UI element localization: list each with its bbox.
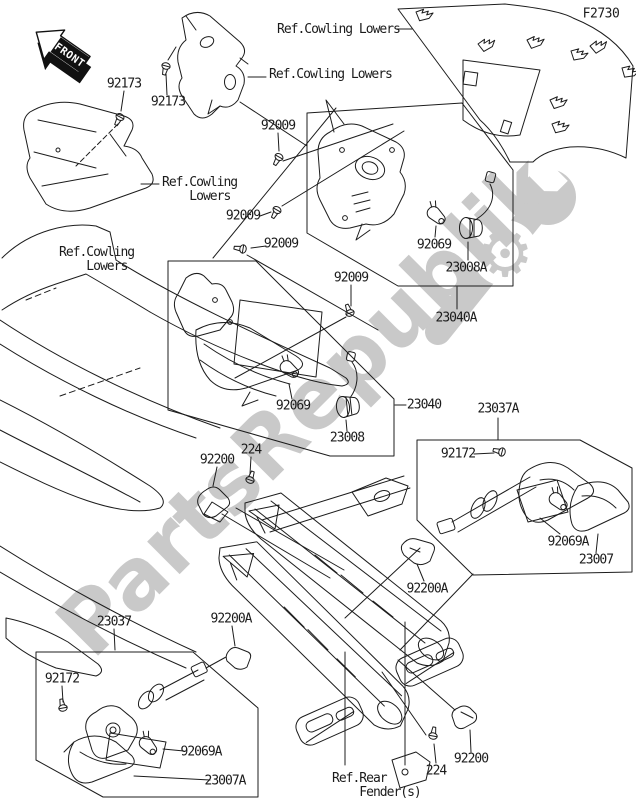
part-label-92200A: 92200A xyxy=(406,581,449,597)
part-label-92172: 92172 xyxy=(440,446,476,462)
part-label-92173: 92173 xyxy=(150,94,186,110)
part-label-92200: 92200 xyxy=(453,751,489,767)
ref-label-cowling-lowers: Ref.Cowling Lowers xyxy=(162,175,238,204)
part-label-23040: 23040 xyxy=(406,397,442,413)
ref-label-rear-fenders: Ref.Rear Fender(s) xyxy=(332,771,422,800)
part-label-92009: 92009 xyxy=(225,208,261,224)
figure-code: F2730 xyxy=(582,6,620,22)
front-stay-bracket-drawing xyxy=(197,456,345,579)
part-label-23007: 23007 xyxy=(578,552,614,568)
rear-right-signal-box xyxy=(416,417,633,576)
part-label-92009: 92009 xyxy=(333,270,369,286)
part-label-92069A: 92069A xyxy=(180,744,223,760)
part-label-23040A: 23040A xyxy=(435,310,478,326)
rear-fender-drawing xyxy=(202,475,468,789)
rear-left-signal-box xyxy=(35,628,259,798)
cowling-panel-drawing xyxy=(396,3,636,163)
part-label-23007A: 23007A xyxy=(204,773,247,789)
ref-label-cowling-lowers: Ref.Cowling Lowers xyxy=(59,245,135,274)
part-label-92009: 92009 xyxy=(263,236,299,252)
part-label-92172: 92172 xyxy=(44,671,80,687)
part-label-92069A: 92069A xyxy=(547,534,590,550)
cowling-lower-left-piece-drawing xyxy=(23,101,160,212)
part-label-92173: 92173 xyxy=(106,76,142,92)
front-arrow-badge: FRONT xyxy=(35,29,92,84)
part-label-224: 224 xyxy=(240,442,263,458)
part-label-92200A: 92200A xyxy=(210,611,253,627)
rear-stay-bracket-drawing xyxy=(381,659,478,764)
front-right-signal-box xyxy=(306,102,514,310)
part-label-23037A: 23037A xyxy=(477,401,520,417)
watermark-gear-icon: ⚙ xyxy=(476,218,533,292)
part-label-92069: 92069 xyxy=(416,237,452,253)
ref-label-cowling-lowers: Ref.Cowling Lowers xyxy=(277,22,401,37)
front-right-signal-drawing xyxy=(316,99,406,241)
part-label-23008: 23008 xyxy=(329,430,365,446)
front-left-signal-box xyxy=(167,107,407,457)
part-label-224: 224 xyxy=(425,763,448,779)
ref-label-cowling-lowers: Ref.Cowling Lowers xyxy=(269,67,393,82)
cowling-lowers-left-drawing xyxy=(0,224,349,677)
rear-left-signal-drawing xyxy=(61,625,252,784)
part-label-92009: 92009 xyxy=(260,118,296,134)
part-label-23008A: 23008A xyxy=(445,260,488,276)
part-label-92069: 92069 xyxy=(275,398,311,414)
front-signal-bracket-drawing xyxy=(177,12,308,147)
part-label-23037: 23037 xyxy=(96,614,132,630)
part-label-92200: 92200 xyxy=(199,452,235,468)
rear-right-signal-drawing xyxy=(344,452,630,651)
